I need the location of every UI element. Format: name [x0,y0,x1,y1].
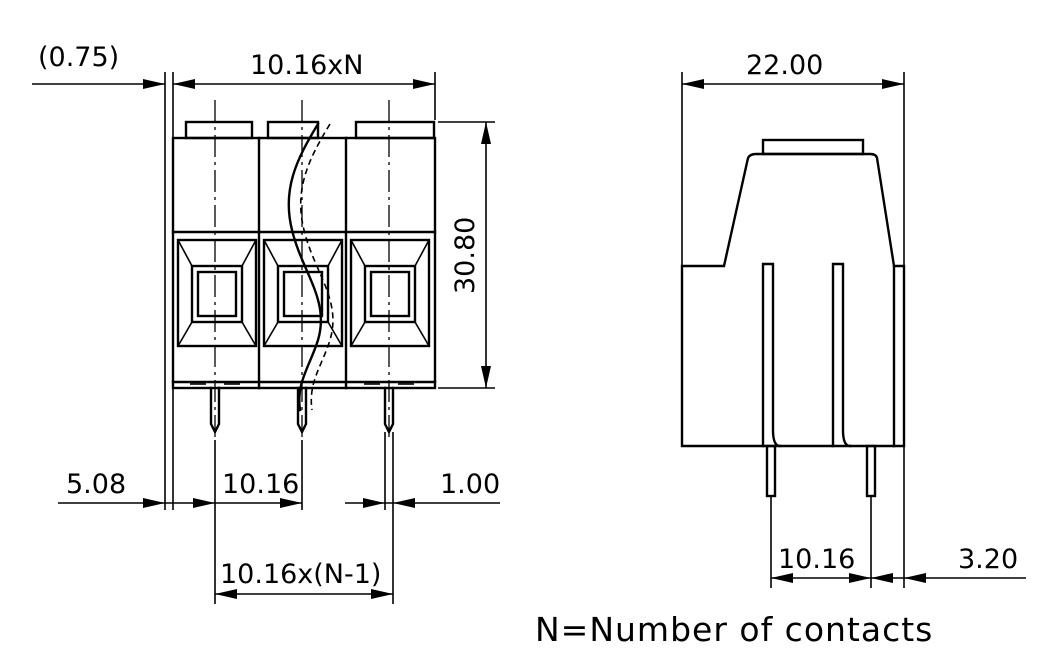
front-view: (0.75) 10.16xN 30.80 5.08 10.16 1.00 10.… [32,42,500,604]
side-pin-2 [865,444,877,498]
dim-height-label: 30.80 [450,217,481,294]
cap-1 [184,120,254,140]
cap-3 [354,120,436,140]
side-body [680,152,896,448]
side-cap [761,138,865,156]
screw-window-3 [349,238,431,348]
dim-edge-to-pin-label: 5.08 [66,469,126,500]
break-line-dashed [300,123,334,411]
dim-pitch-front-label: 10.16 [222,469,299,500]
side-slot-1 [761,262,782,448]
dim-pin-offset-label: 3.20 [958,544,1018,575]
break-line-solid [287,122,323,412]
side-slot-2 [831,262,852,448]
dim-pitch-side-label: 10.16 [778,544,855,575]
dim-depth-label: 22.00 [746,50,823,81]
contacts-note: N=Number of contacts [535,610,933,649]
side-view: 22.00 10.16 3.20 [680,50,1026,588]
dim-width-front-label: 10.16xN [250,50,363,81]
side-step [892,264,906,448]
dim-pitch-span-label: 10.16x(N-1) [220,559,381,590]
dim-offset-label: (0.75) [38,42,119,73]
dim-pin-width-label: 1.00 [440,469,500,500]
side-pin-1 [765,444,777,498]
screw-window-1 [176,238,258,348]
screw-window-2 [262,238,344,348]
